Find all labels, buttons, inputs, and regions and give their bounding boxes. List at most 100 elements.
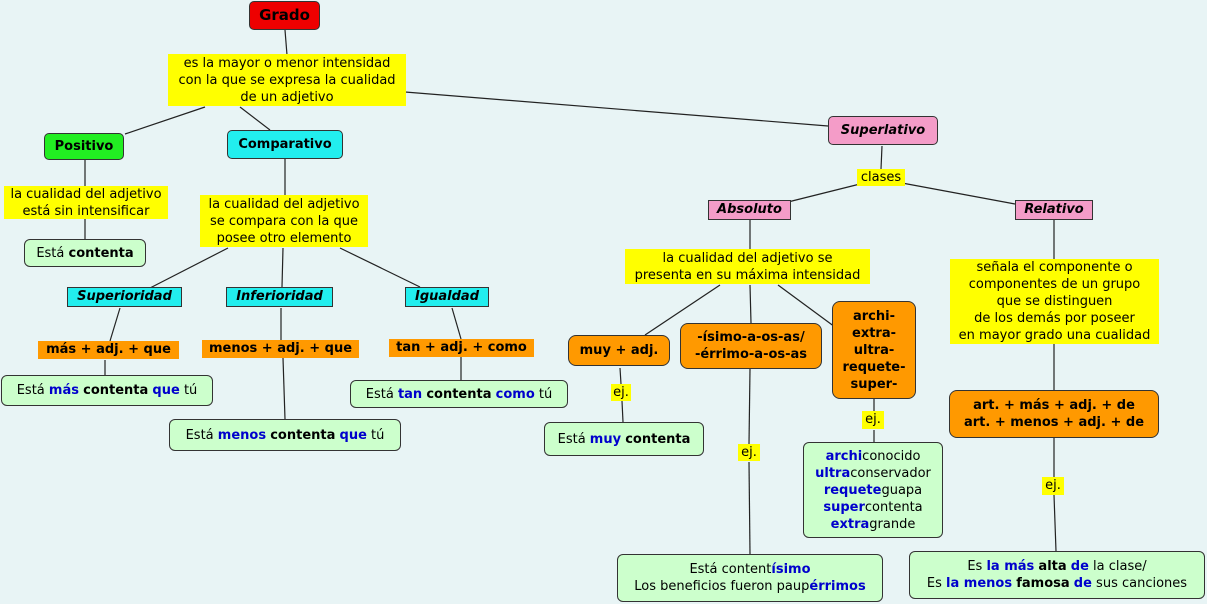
ex-part: Es [926, 576, 947, 591]
absoluto-desc: la cualidad del adjetivo se presenta en … [625, 249, 870, 284]
relativo-desc: señala el componente o componentes de un… [950, 259, 1159, 344]
root-label: Grado [259, 6, 310, 24]
isimo-rule[interactable]: -ísimo-a-os-as/ -érrimo-a-os-as [680, 323, 822, 369]
positivo-desc: la cualidad del adjetivo está sin intens… [4, 186, 168, 219]
ex-keyword: de [1073, 576, 1092, 591]
superioridad-title: Superioridad [77, 289, 172, 304]
ex-part: Está [16, 383, 49, 398]
inferioridad-example[interactable]: Está menos contenta que tú [169, 419, 401, 451]
prefijo-example: extragrande [831, 516, 916, 533]
ex-root: conservador [850, 465, 931, 481]
node-positivo[interactable]: Positivo [44, 133, 124, 160]
comparativo-desc: la cualidad del adjetivo se compara con … [200, 195, 368, 247]
prefijo-line: extra- [852, 325, 896, 341]
ex-part: Está [365, 386, 398, 402]
ex-keyword: que [152, 383, 180, 398]
relativo-desc-line: señala el componente o [976, 260, 1133, 275]
definition-line-3: de un adjetivo [240, 89, 334, 105]
node-comparativo[interactable]: Comparativo [227, 130, 343, 159]
absoluto-title: Absoluto [717, 202, 782, 217]
inferioridad-rule-text: menos + adj. + que [208, 341, 353, 356]
igualdad-example[interactable]: Está tan contenta como tú [350, 380, 568, 408]
muy-ej-label: ej. [611, 384, 631, 401]
prefijos-examples[interactable]: archiconocido ultraconservador requetegu… [803, 442, 943, 538]
isimo-example[interactable]: Está contentísimo Los beneficios fueron … [617, 554, 883, 602]
muy-rule[interactable]: muy + adj. [568, 335, 670, 366]
positivo-desc-line-1: la cualidad del adjetivo [10, 186, 162, 202]
relativo-ej-label: ej. [1042, 477, 1064, 495]
ex-adjective: contenta [270, 427, 336, 443]
ex-adjective: contenta [426, 386, 492, 402]
absoluto-desc-line-1: la cualidad del adjetivo se [662, 250, 833, 266]
prefijos-rule[interactable]: archi- extra- ultra- requete- super- [832, 301, 916, 399]
relativo-rule[interactable]: art. + más + adj. + de art. + menos + ad… [949, 390, 1159, 438]
clases-text: clases [860, 170, 902, 185]
prefijo-example: supercontenta [823, 499, 922, 516]
positivo-example[interactable]: Está contenta [24, 239, 146, 267]
ex-adjective: famosa [1016, 576, 1070, 591]
ex-suffix: ísimo [771, 562, 811, 577]
ex-root: guapa [881, 482, 923, 498]
ex-prefix: ultra [815, 465, 851, 481]
isimo-ej-label: ej. [738, 444, 760, 461]
relativo-example[interactable]: Es la más alta de la clase/ Es la menos … [909, 551, 1205, 599]
igualdad-rule: tan + adj. + como [389, 339, 534, 357]
relativo-rule-line-1: art. + más + adj. + de [973, 398, 1135, 413]
ex-part: tú [534, 386, 553, 402]
ex-prefix: extra [830, 516, 870, 532]
igualdad-rule-text: tan + adj. + como [396, 340, 527, 355]
ej-text: ej. [865, 412, 881, 427]
ej-text: ej. [1045, 478, 1061, 493]
isimo-rule-line-1: -ísimo-a-os-as/ [697, 330, 805, 345]
ex-suffix: érrimos [809, 579, 866, 594]
ex-adjective: alta [1038, 559, 1067, 574]
absoluto-desc-line-2: presenta en su máxima intensidad [634, 267, 861, 283]
ex-keyword: muy [589, 431, 622, 447]
node-igualdad[interactable]: Igualdad [405, 287, 489, 307]
node-superioridad[interactable]: Superioridad [67, 287, 182, 307]
ex-prefix: super [823, 499, 865, 515]
comparativo-title: Comparativo [238, 137, 332, 152]
ex-keyword: menos [217, 427, 267, 443]
comparativo-desc-line-3: posee otro elemento [216, 230, 352, 246]
node-absoluto[interactable]: Absoluto [708, 200, 791, 220]
relativo-rule-line-2: art. + menos + adj. + de [963, 415, 1145, 430]
prefijo-example: requeteguapa [824, 482, 922, 499]
muy-example[interactable]: Está muy contenta [544, 422, 704, 456]
igualdad-title: Igualdad [414, 289, 479, 304]
ex-part: Está [557, 431, 590, 447]
node-superlativo[interactable]: Superlativo [828, 116, 938, 145]
superioridad-rule: más + adj. + que [38, 341, 179, 359]
ex-text: Está [36, 245, 69, 261]
ej-text: ej. [741, 445, 757, 460]
ex-keyword: como [495, 386, 535, 402]
definition-line-2: con la que se expresa la cualidad [178, 72, 396, 88]
definition-label: es la mayor o menor intensidad con la qu… [168, 54, 406, 106]
isimo-example-line-2: Los beneficios fueron paupérrimos [634, 578, 865, 595]
ex-prefix: requete [823, 482, 882, 498]
ex-bold: contenta [68, 245, 134, 261]
inferioridad-title: Inferioridad [236, 289, 323, 304]
ex-keyword: la más [986, 559, 1035, 574]
superioridad-example[interactable]: Está más contenta que tú [1, 375, 213, 406]
isimo-example-line-1: Está contentísimo [689, 561, 810, 578]
prefijo-line: requete- [842, 359, 906, 375]
definition-line-1: es la mayor o menor intensidad [183, 55, 391, 71]
ej-text: ej. [613, 385, 629, 400]
relativo-desc-line: en mayor grado una cualidad [958, 328, 1151, 343]
inferioridad-rule: menos + adj. + que [202, 340, 359, 358]
relativo-example-line-1: Es la más alta de la clase/ [967, 558, 1146, 575]
ex-part: Es [967, 559, 987, 574]
muy-rule-text: muy + adj. [579, 343, 659, 358]
relativo-example-line-2: Es la menos famosa de sus canciones [927, 575, 1187, 592]
node-inferioridad[interactable]: Inferioridad [226, 287, 333, 307]
ex-root: contenta [864, 499, 923, 515]
relativo-desc-line: componentes de un grupo [968, 277, 1141, 292]
positivo-desc-line-2: está sin intensificar [22, 203, 150, 219]
root-node-grado[interactable]: Grado [249, 1, 320, 30]
node-relativo[interactable]: Relativo [1015, 200, 1093, 220]
ex-keyword: más [48, 383, 79, 398]
ex-part: Está content [689, 562, 772, 577]
ex-root: grande [869, 516, 916, 532]
ex-root: conocido [862, 448, 921, 464]
